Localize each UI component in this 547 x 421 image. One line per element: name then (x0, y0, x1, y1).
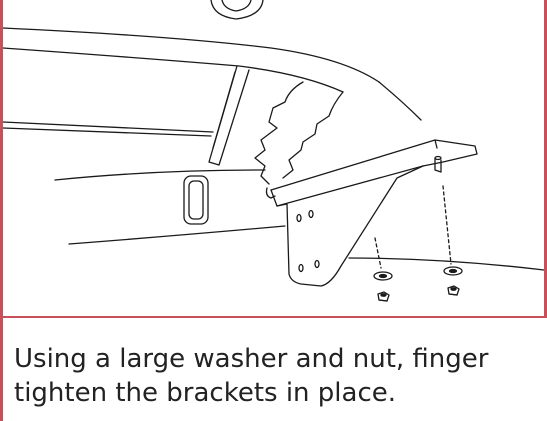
bracket-assembly-illustration (3, 0, 544, 302)
lower-surface (348, 257, 544, 271)
washer-right-icon (443, 266, 463, 276)
l-bracket (265, 139, 478, 287)
slot-opening (183, 175, 209, 225)
washer-left-icon (373, 271, 393, 281)
nut-right-icon (447, 285, 460, 296)
caption-line-2: tighten the brackets in place. (14, 378, 397, 408)
nut-left-icon (377, 291, 390, 302)
recess-channel (208, 65, 250, 166)
frame-border-left (0, 0, 3, 421)
top-boss-detail (210, 0, 264, 20)
caption-line-1: Using a large washer and nut, finger (14, 344, 489, 374)
frame-border-bottom (0, 316, 547, 318)
bracket-holes (296, 209, 320, 273)
cutaway-edge (254, 81, 344, 185)
frame-border-right (544, 0, 547, 318)
alignment-lines (374, 185, 452, 269)
body-contour-lines (3, 121, 286, 245)
instruction-caption: Using a large washer and nut, finger tig… (14, 342, 534, 410)
body-upper-surface (3, 27, 422, 121)
